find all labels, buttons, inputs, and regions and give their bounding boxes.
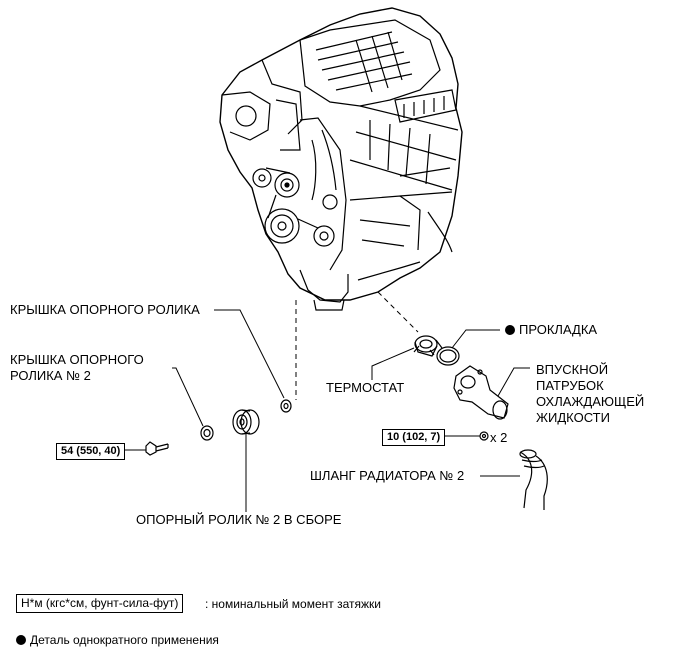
gasket-part xyxy=(436,346,460,366)
engine-illustration xyxy=(219,7,463,311)
leader-lines xyxy=(120,309,530,512)
radiator-hose-part xyxy=(519,449,548,510)
idler-cover-label: КРЫШКА ОПОРНОГО РОЛИКА xyxy=(10,302,200,317)
non-reusable-legend-dot-icon xyxy=(16,635,26,645)
legend-unit-box: Н*м (кгс*см, фунт-сила-фут) xyxy=(16,594,184,613)
idler-assy-part xyxy=(232,409,260,435)
gasket-label: ПРОКЛАДКА xyxy=(505,322,597,338)
gasket-label-text: ПРОКЛАДКА xyxy=(519,322,598,337)
idler-assy-label: ОПОРНЫЙ РОЛИК № 2 В СБОРЕ xyxy=(136,512,342,527)
water-inlet-part xyxy=(453,365,509,420)
legend-non-reusable-text: Деталь однократного применения xyxy=(30,633,219,647)
thermostat-part xyxy=(413,335,443,357)
torque-box-54: 54 (550, 40) xyxy=(56,443,126,460)
bolt-part xyxy=(145,441,169,456)
bolt-quantity-label: x 2 xyxy=(490,430,508,445)
thermostat-label: ТЕРМОСТАТ xyxy=(326,380,405,395)
assembly-line-thermostat xyxy=(377,291,419,333)
legend-non-reusable: Деталь однократного применения xyxy=(16,632,219,648)
torque-box-10: 10 (102, 7) xyxy=(382,429,446,446)
nut-part xyxy=(479,431,489,441)
idler-cover-2-label: КРЫШКА ОПОРНОГО РОЛИКА № 2 xyxy=(10,352,144,383)
idler-cover-part xyxy=(280,399,292,413)
radiator-hose-label: ШЛАНГ РАДИАТОРА № 2 xyxy=(310,468,465,483)
legend-unit-description: : номинальный момент затяжки xyxy=(205,597,381,611)
non-reusable-dot-icon xyxy=(505,325,515,335)
water-inlet-label: ВПУСКНОЙ ПАТРУБОК ОХЛАЖДАЮЩЕЙ ЖИДКОСТИ xyxy=(536,362,645,425)
idler-cover-2-part xyxy=(200,425,214,441)
